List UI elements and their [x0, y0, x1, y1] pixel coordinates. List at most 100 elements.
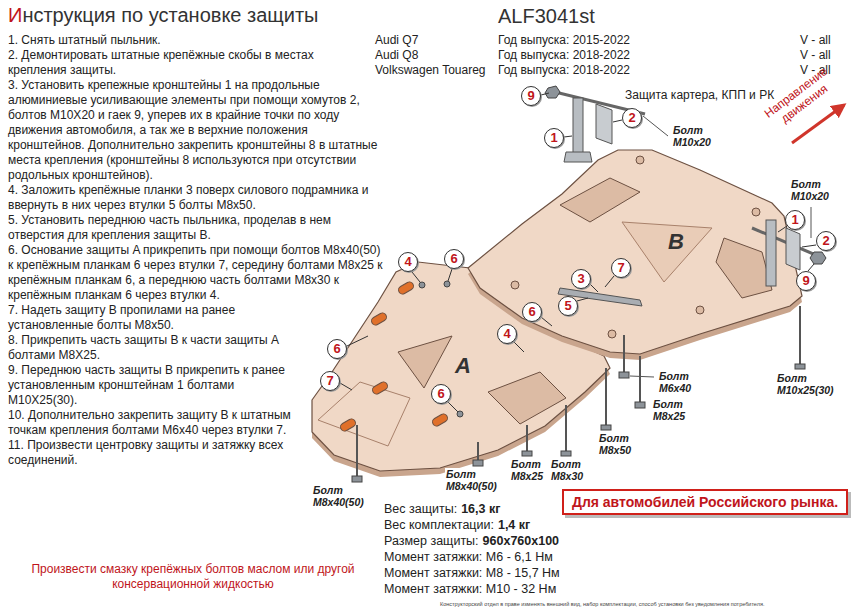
node-text: 7: [321, 372, 339, 389]
plate-hole: [716, 238, 772, 298]
leader-line: [643, 116, 668, 136]
bolt: [623, 335, 625, 372]
plate-hole: [636, 156, 644, 164]
callout-number: 2: [622, 108, 642, 128]
plate-ridge: [622, 222, 712, 282]
plate-hole: [696, 306, 704, 314]
sleeve: [444, 281, 450, 287]
bolt-head: [352, 476, 362, 482]
node-text: 1: [545, 129, 563, 146]
leader-line: [541, 317, 552, 326]
leader-line: [778, 226, 787, 232]
instruction-step: 7. Надеть защиту B пропилами на ранее ус…: [8, 303, 308, 333]
instruction-step: 11. Произвести центровку защиты и затяжк…: [8, 438, 298, 468]
node-text: 1: [786, 211, 804, 228]
callout-number: 4: [497, 324, 517, 344]
bolt-label: Болт M8x40(50): [312, 484, 365, 508]
callout-number: 9: [796, 271, 816, 291]
node-text: 4: [399, 253, 417, 270]
callout-number: 7: [611, 258, 631, 278]
bolt-label: Болт M8x40(50): [445, 468, 498, 492]
leader-line: [514, 342, 524, 352]
header-text: V - all: [800, 33, 831, 48]
plate-hole: [511, 281, 519, 289]
plate-hole: [488, 372, 566, 424]
part-letter: B: [668, 229, 684, 255]
bolt-label: Болт M10x20: [672, 124, 712, 148]
bolt: [605, 368, 607, 425]
bolt: [526, 425, 528, 451]
sleeve: [457, 411, 463, 417]
clamp: [596, 104, 612, 144]
header-text: V - all: [800, 48, 831, 63]
spec-text: Момент затяжки: M6 - 6,1 Нм: [384, 550, 553, 565]
instruction-list: 1. Снять штатный пыльник.2. Демонтироват…: [8, 33, 386, 468]
sleeve: [419, 282, 425, 288]
callout-number: 4: [398, 252, 418, 272]
leader-line: [541, 93, 549, 95]
bolt: [477, 442, 479, 460]
instruction-step: 4. Заложить крепёжные планки 3 поверх си…: [8, 183, 378, 213]
header-text: Volkswagen Touareg: [375, 63, 486, 78]
leader-line: [613, 120, 622, 122]
orange-slot: [431, 413, 449, 428]
product-code: ALF3041st: [498, 5, 595, 28]
bolt-head: [473, 460, 483, 466]
instruction-step: 6. Основание защиты A прикрепить при пом…: [8, 243, 386, 303]
spec-value: 16,3 кг: [461, 502, 500, 517]
node-text: 6: [523, 303, 541, 320]
nut: [810, 252, 826, 264]
orange-slot: [371, 381, 389, 396]
node-text: 6: [328, 340, 346, 357]
instruction-step: 9. Переднюю часть защиты B прикрепить к …: [8, 363, 298, 408]
header-text: Год выпуска: 2018-2022: [498, 48, 630, 63]
spec-value: 1,4 кг: [498, 518, 530, 533]
node-text: 2: [623, 109, 641, 126]
leader-line: [340, 383, 352, 390]
bolt: [752, 228, 818, 256]
leader-line: [808, 264, 814, 271]
spec-text: Вес защиты:: [384, 502, 457, 517]
node-text: 3: [572, 270, 590, 287]
spec-text: Момент затяжки: M10 - 32 Нм: [384, 582, 556, 597]
header-text: Год выпуска: 2015-2022: [498, 33, 630, 48]
bolt-head: [561, 451, 571, 456]
plate-b: [468, 150, 802, 354]
callout-number: 7: [320, 371, 340, 391]
bracket-foot: [564, 152, 592, 162]
notice-box: Для автомобилей Российского рынка.: [562, 489, 848, 515]
bolt-head: [635, 402, 645, 408]
leader-line: [412, 272, 420, 282]
instruction-step: 3. Установить крепежные кронштейны 1 на …: [8, 78, 378, 183]
bracket: [573, 98, 583, 156]
bolt: [799, 306, 801, 364]
callout-number: 6: [522, 302, 542, 322]
callout-number: 1: [785, 210, 805, 230]
leader-line: [347, 336, 368, 346]
leader-line: [448, 402, 458, 412]
spec-text: Размер защиты:: [384, 534, 479, 549]
bracket: [766, 220, 776, 286]
clamp: [786, 228, 800, 270]
callout-number: 6: [327, 339, 347, 359]
bolt-label: Болт M8x30: [550, 458, 584, 482]
leader-line: [564, 136, 572, 137]
callout-number: 9: [521, 86, 541, 106]
bolt-head: [619, 372, 629, 378]
orange-slot: [397, 281, 415, 296]
bolt-label: Болт M8x25: [510, 458, 544, 482]
instruction-step: 8. Прикрепить часть защиты B к части защ…: [8, 333, 308, 363]
plate-ridge: [318, 382, 410, 446]
orange-slot: [370, 312, 388, 327]
bolt-label: Болт M6x40: [658, 370, 692, 394]
spec-text: Вес комплектации:: [384, 518, 494, 533]
instruction-step: 1. Снять штатный пыльник.: [8, 33, 368, 48]
leader-line: [630, 376, 654, 377]
node-text: 7: [612, 259, 630, 276]
orange-slot: [339, 418, 357, 433]
spec-text: Момент затяжки: M8 - 15,7 Нм: [384, 566, 560, 581]
bolt-head: [601, 425, 611, 430]
leader-line: [802, 245, 816, 247]
instruction-step: 10. Дополнительно закрепить защиту B к ш…: [8, 408, 298, 438]
bolt-label: Болт M8x50: [598, 432, 632, 456]
